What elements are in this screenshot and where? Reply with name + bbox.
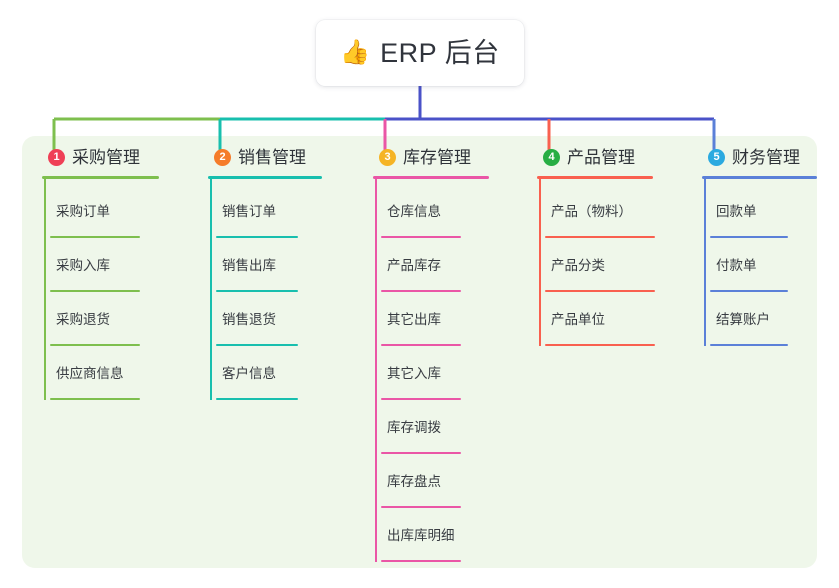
- branch-header-1[interactable]: 1 采购管理: [32, 146, 140, 168]
- branch-header-underline: [537, 176, 653, 179]
- branch-item-underline: [545, 290, 655, 292]
- branch-item[interactable]: 客户信息: [198, 355, 304, 409]
- branch-spine: [375, 179, 377, 562]
- branch-title: 财务管理: [732, 147, 800, 167]
- branch-item[interactable]: 库存调拨: [363, 409, 467, 463]
- branch-item[interactable]: 产品分类: [527, 247, 661, 301]
- branch-title: 销售管理: [238, 147, 306, 167]
- branch-item-underline: [381, 452, 461, 454]
- branch-item-label: 采购退货: [56, 312, 110, 327]
- branch-item-label: 供应商信息: [56, 366, 124, 381]
- branch-item-underline: [381, 398, 461, 400]
- branch-item-underline: [216, 236, 298, 238]
- branch-item-label: 客户信息: [222, 366, 276, 381]
- branch-spine: [539, 179, 541, 346]
- branch-item-underline: [545, 344, 655, 346]
- branch-item-label: 库存盘点: [387, 474, 441, 489]
- branch-item[interactable]: 付款单: [692, 247, 794, 301]
- branch-item-label: 产品单位: [551, 312, 605, 327]
- branch-item-label: 销售退货: [222, 312, 276, 327]
- branch-item[interactable]: 其它出库: [363, 301, 467, 355]
- branch-item-underline: [710, 290, 788, 292]
- branch-item-underline: [381, 560, 461, 562]
- branch-item-underline: [545, 236, 655, 238]
- branch-item[interactable]: 仓库信息: [363, 193, 467, 247]
- branch-header-underline: [373, 176, 489, 179]
- branch-header-3[interactable]: 3 库存管理: [363, 146, 471, 168]
- branch-item-label: 销售订单: [222, 204, 276, 219]
- branch-item-underline: [381, 290, 461, 292]
- branch-item[interactable]: 结算账户: [692, 301, 794, 355]
- branch-number-badge: 4: [543, 148, 560, 166]
- diagram-panel: [22, 136, 817, 568]
- branch-item-label: 付款单: [716, 258, 757, 273]
- branch-item-label: 结算账户: [716, 312, 770, 327]
- branch-item[interactable]: 出库库明细: [363, 517, 467, 571]
- branch-column-2: 2 销售管理销售订单销售出库销售退货客户信息: [198, 146, 322, 400]
- thumbs-up-icon: 👍: [340, 39, 371, 66]
- branch-item-label: 其它入库: [387, 366, 441, 381]
- branch-item[interactable]: 其它入库: [363, 355, 467, 409]
- branch-item[interactable]: 采购入库: [32, 247, 146, 301]
- branch-item-label: 库存调拨: [387, 420, 441, 435]
- branch-item-underline: [710, 236, 788, 238]
- branch-item-underline: [50, 344, 140, 346]
- branch-header-5[interactable]: 5 财务管理: [692, 146, 800, 168]
- branch-item-underline: [50, 290, 140, 292]
- branch-item-underline: [381, 344, 461, 346]
- branch-item[interactable]: 产品单位: [527, 301, 661, 355]
- branch-item-underline: [50, 236, 140, 238]
- branch-item[interactable]: 采购订单: [32, 193, 146, 247]
- branch-number-badge: 3: [379, 148, 396, 166]
- branch-spine: [210, 179, 212, 400]
- branch-column-5: 5 财务管理回款单付款单结算账户: [692, 146, 817, 346]
- branch-item-underline: [381, 506, 461, 508]
- branch-item-label: 产品（物料）: [551, 204, 632, 219]
- branch-number-badge: 2: [214, 148, 231, 166]
- branch-header-underline: [42, 176, 159, 179]
- branch-title: 库存管理: [403, 147, 471, 167]
- branch-item-label: 其它出库: [387, 312, 441, 327]
- branch-item-label: 采购入库: [56, 258, 110, 273]
- branch-item[interactable]: 销售订单: [198, 193, 304, 247]
- branch-item-label: 出库库明细: [387, 528, 455, 543]
- root-node-label: ERP 后台: [380, 37, 500, 68]
- branch-item-label: 产品库存: [387, 258, 441, 273]
- branch-number-badge: 5: [708, 148, 725, 166]
- branch-item-label: 仓库信息: [387, 204, 441, 219]
- branch-column-1: 1 采购管理采购订单采购入库采购退货供应商信息: [32, 146, 159, 400]
- branch-item-label: 采购订单: [56, 204, 110, 219]
- root-node[interactable]: 👍 ERP 后台: [316, 20, 524, 86]
- branch-item[interactable]: 销售退货: [198, 301, 304, 355]
- branch-item-underline: [710, 344, 788, 346]
- branch-item[interactable]: 产品库存: [363, 247, 467, 301]
- branch-item-label: 销售出库: [222, 258, 276, 273]
- branch-column-3: 3 库存管理仓库信息产品库存其它出库其它入库库存调拨库存盘点出库库明细: [363, 146, 489, 562]
- branch-item[interactable]: 供应商信息: [32, 355, 146, 409]
- branch-item[interactable]: 库存盘点: [363, 463, 467, 517]
- branch-item-label: 回款单: [716, 204, 757, 219]
- branch-header-4[interactable]: 4 产品管理: [527, 146, 635, 168]
- branch-header-2[interactable]: 2 销售管理: [198, 146, 306, 168]
- branch-title: 采购管理: [72, 147, 140, 167]
- branch-item[interactable]: 采购退货: [32, 301, 146, 355]
- branch-item-underline: [50, 398, 140, 400]
- branch-item-underline: [216, 290, 298, 292]
- branch-item-underline: [216, 398, 298, 400]
- branch-item-underline: [216, 344, 298, 346]
- branch-item[interactable]: 产品（物料）: [527, 193, 661, 247]
- branch-item[interactable]: 回款单: [692, 193, 794, 247]
- branch-number-badge: 1: [48, 148, 65, 166]
- branch-spine: [44, 179, 46, 400]
- branch-header-underline: [702, 176, 817, 179]
- branch-item[interactable]: 销售出库: [198, 247, 304, 301]
- branch-header-underline: [208, 176, 322, 179]
- branch-title: 产品管理: [567, 147, 635, 167]
- branch-item-underline: [381, 236, 461, 238]
- branch-column-4: 4 产品管理产品（物料） 产品分类产品单位: [527, 146, 655, 346]
- branch-item-label: 产品分类: [551, 258, 605, 273]
- branch-spine: [704, 179, 706, 346]
